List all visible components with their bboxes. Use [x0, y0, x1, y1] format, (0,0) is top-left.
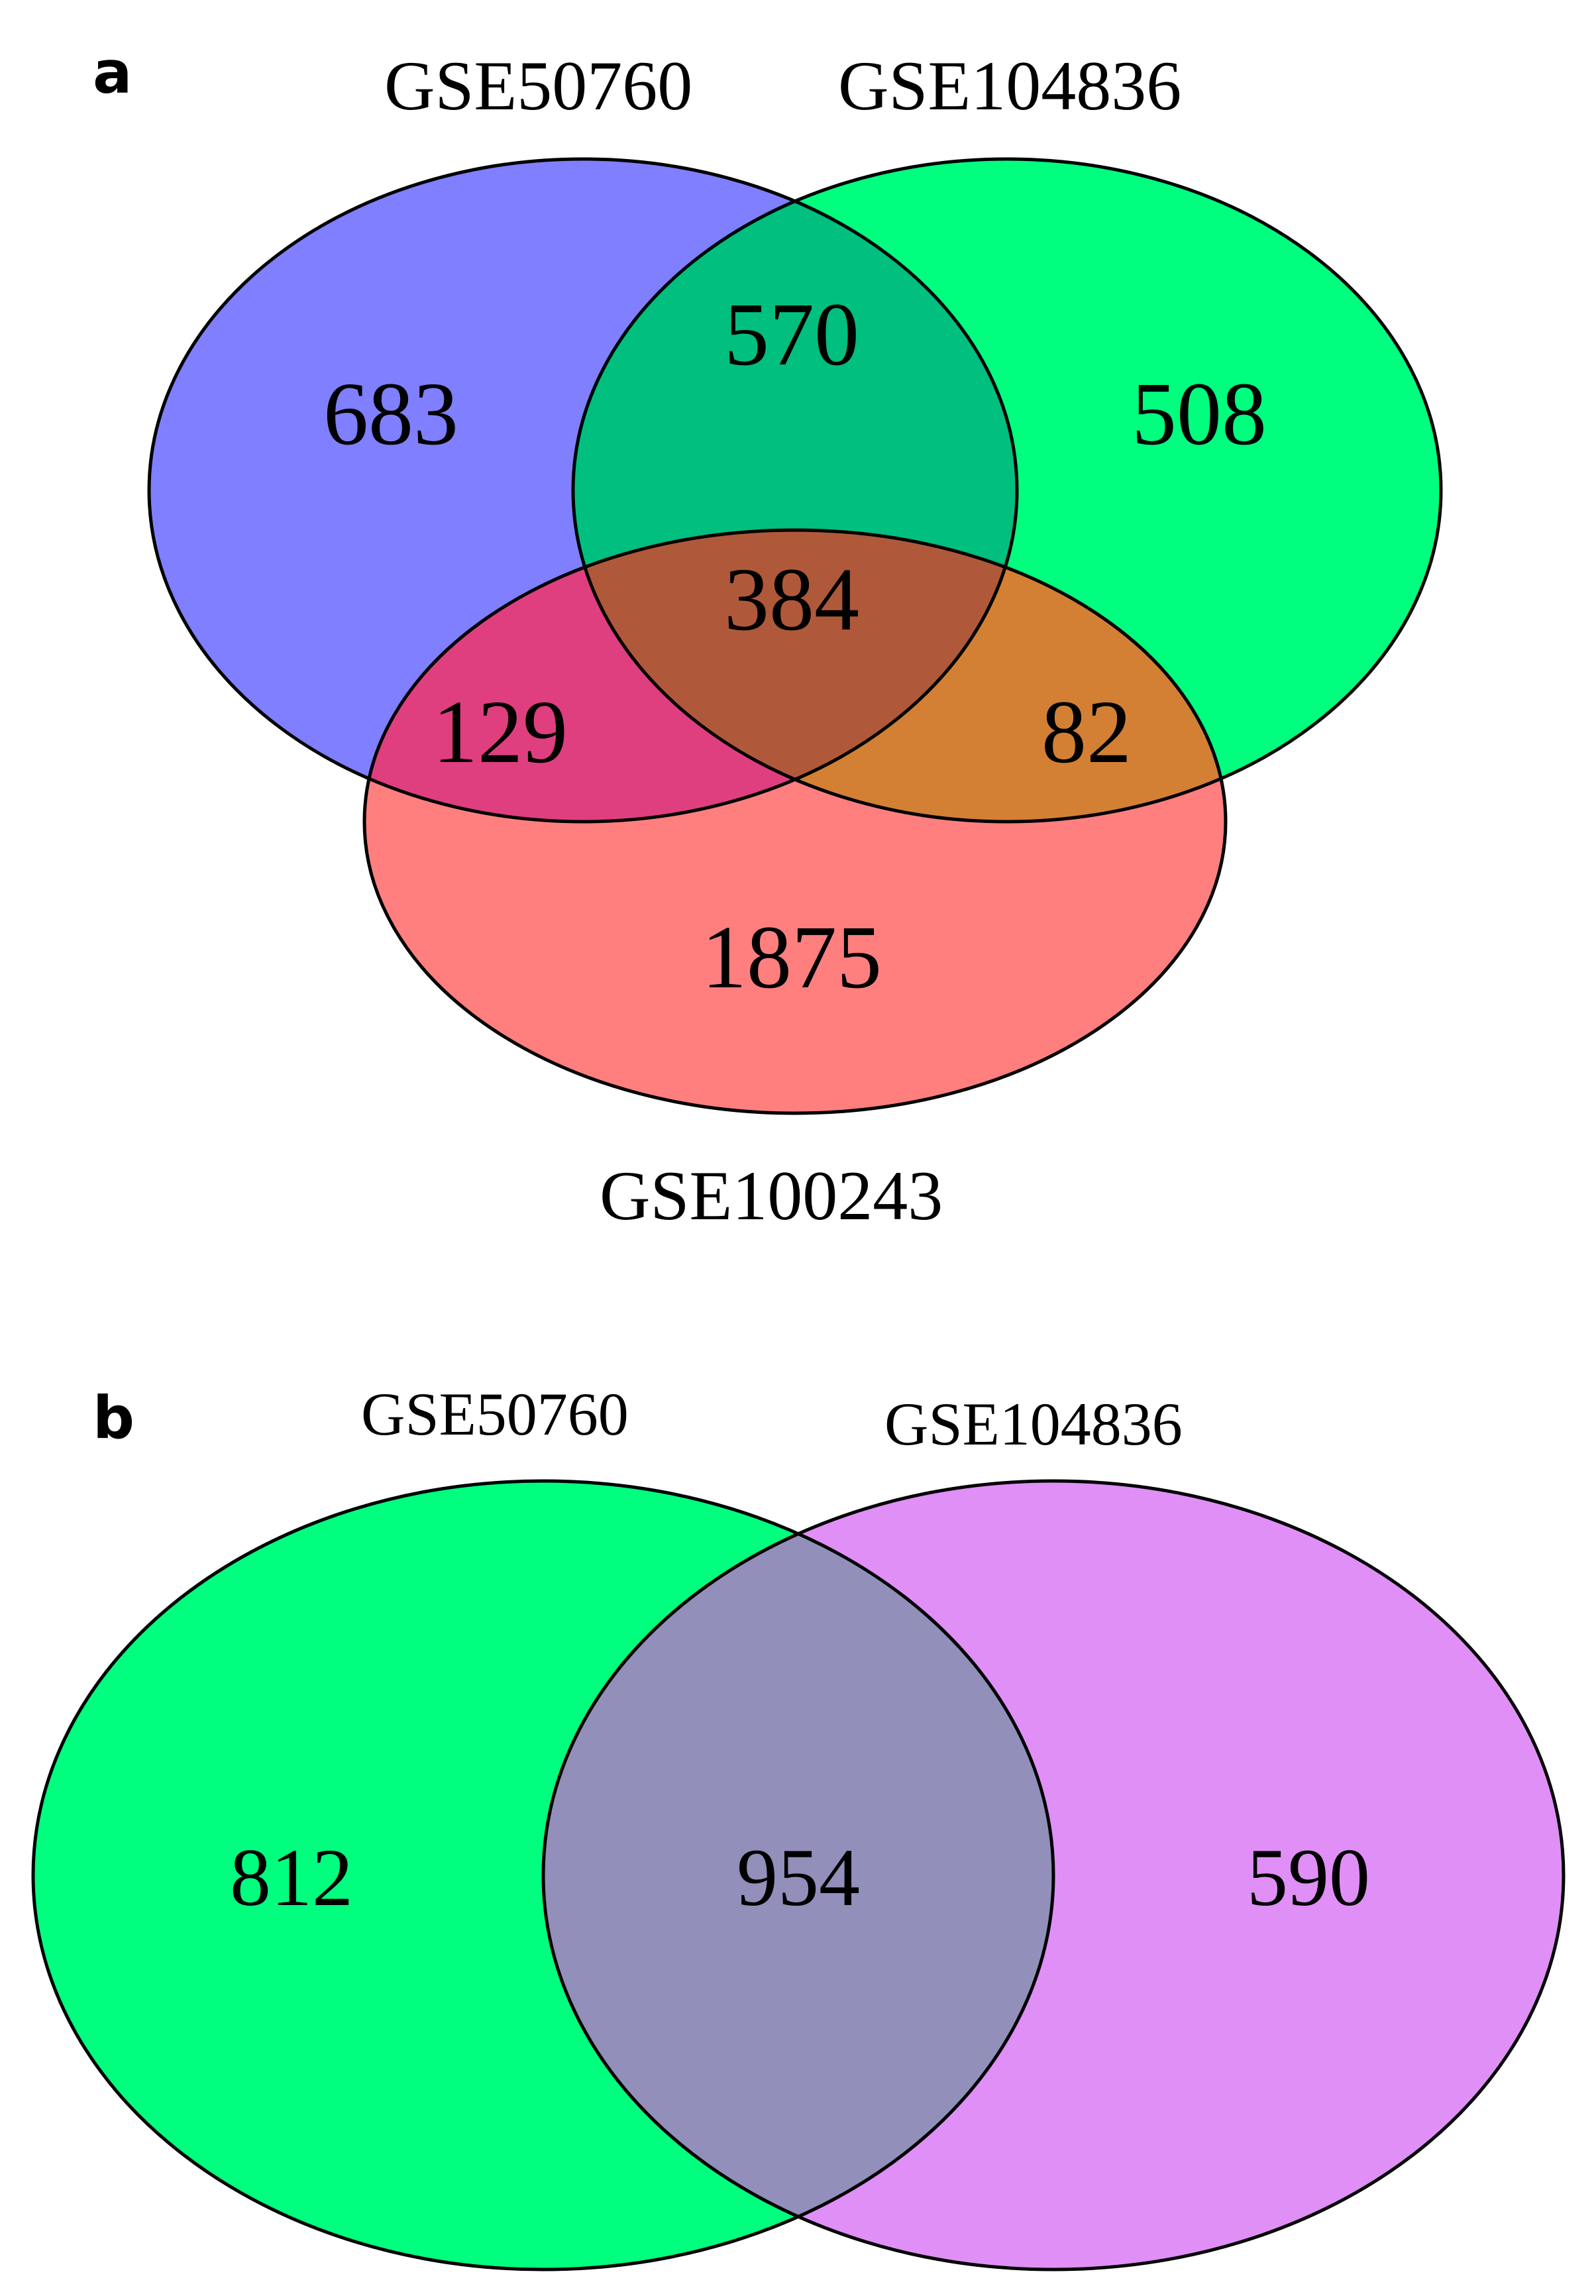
count-b-gse104836-only: 590: [1247, 1832, 1370, 1923]
count-a-all: 384: [724, 550, 859, 649]
panel-label-b: b: [93, 1384, 134, 1452]
count-a-gse50760-gse100243: 129: [433, 683, 568, 782]
set-label-b-gse50760: GSE50760: [361, 1380, 629, 1448]
count-a-gse104836-only: 508: [1132, 364, 1267, 464]
panel-label-a: a: [93, 38, 132, 107]
set-label-a-gse100243: GSE100243: [600, 1157, 943, 1234]
venn-panel-a: a GSE50760 GSE104836 GSE100243 683 508 5…: [93, 38, 1443, 1234]
count-a-gse104836-gse100243: 82: [1041, 683, 1132, 782]
count-a-gse100243-only: 1875: [702, 908, 882, 1007]
count-a-gse50760-gse104836: 570: [724, 285, 859, 384]
set-outline-b-gse104836: [541, 1479, 1566, 2271]
set-outline-b-gse50760: [31, 1479, 1055, 2271]
set-label-a-gse50760: GSE50760: [384, 47, 692, 125]
set-label-b-gse104836: GSE104836: [884, 1390, 1183, 1458]
overlap-region-b-gse50760-gse104836: [543, 1481, 1053, 2269]
count-b-gse50760-only: 812: [230, 1832, 353, 1923]
count-a-gse50760-only: 683: [323, 364, 458, 464]
set-outline-a-gse104836: [571, 157, 1443, 824]
count-b-gse50760-gse104836: 954: [737, 1832, 860, 1923]
set-outline-a-gse100243: [362, 528, 1228, 1115]
set-label-a-gse104836: GSE104836: [838, 47, 1181, 125]
set-outline-a-gse50760: [147, 157, 1019, 824]
venn-panel-b: b GSE50760 GSE104836 812 954 590: [31, 1380, 1566, 2271]
